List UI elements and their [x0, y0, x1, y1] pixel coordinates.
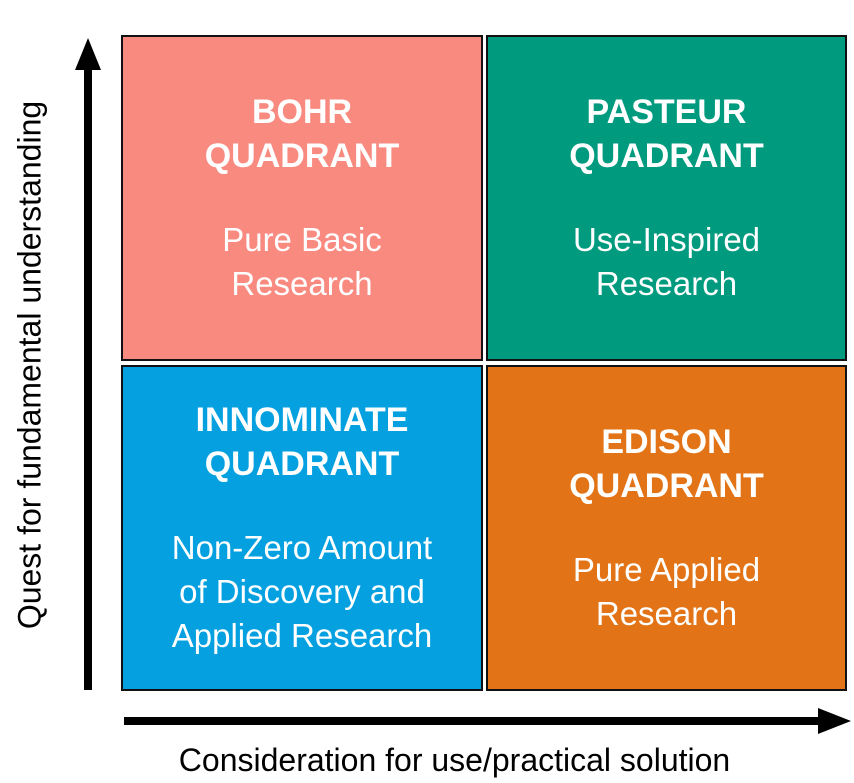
innominate-quadrant-subtitle: Non-Zero Amount of Discovery and Applied…: [171, 529, 433, 654]
x-axis-label: Consideration for use/practical solution: [178, 742, 731, 778]
edison-quadrant-subtitle: Pure Applied Research: [572, 551, 761, 632]
innominate-quadrant: INNOMINATE QUADRANT Non-Zero Amount of D…: [121, 365, 483, 691]
x-axis-arrow: [124, 708, 851, 734]
edison-quadrant-title: EDISON QUADRANT: [569, 423, 764, 505]
pasteur-quadrant: PASTEUR QUADRANT Use-Inspired Research: [486, 35, 847, 361]
innominate-quadrant-title: INNOMINATE QUADRANT: [195, 401, 409, 483]
pasteur-quadrant-title: PASTEUR QUADRANT: [569, 93, 764, 175]
pasteur-quadrant-subtitle: Use-Inspired Research: [572, 221, 761, 302]
y-axis-label: Quest for fundamental understanding: [11, 100, 48, 630]
bohr-quadrant: BOHR QUADRANT Pure Basic Research: [121, 35, 483, 361]
y-axis-arrow: [75, 38, 101, 690]
bohr-quadrant-title: BOHR QUADRANT: [204, 93, 400, 175]
bohr-quadrant-subtitle: Pure Basic Research: [222, 221, 382, 302]
edison-quadrant: EDISON QUADRANT Pure Applied Research: [486, 365, 847, 691]
